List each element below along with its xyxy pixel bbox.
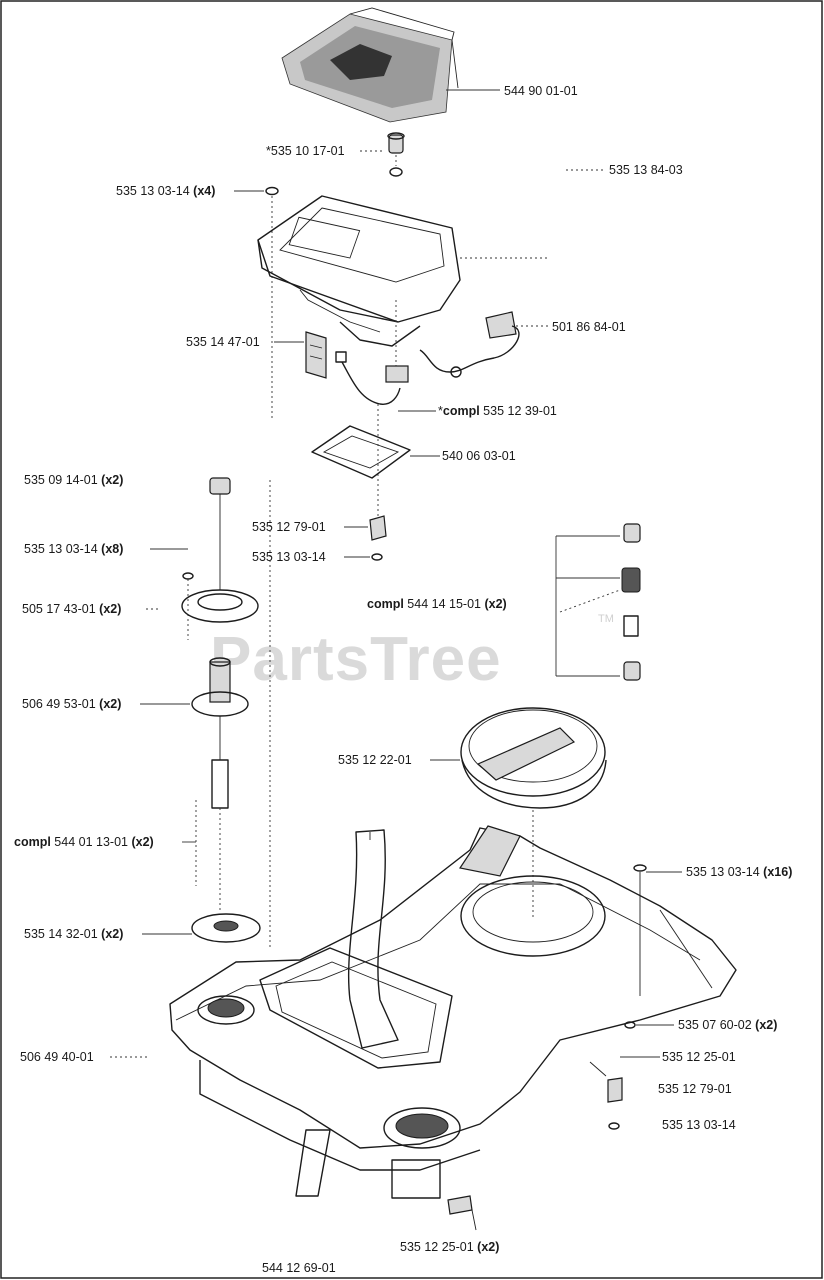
label-compl-544-14-15-01-x2: compl 544 14 15-01 (x2) xyxy=(367,597,507,611)
label-535-12-22-01: 535 12 22-01 xyxy=(338,753,412,767)
label-535-13-03-14-bottom: 535 13 03-14 xyxy=(662,1118,736,1132)
label-535-13-03-14-x8: 535 13 03-14 (x8) xyxy=(24,542,123,556)
clip-part xyxy=(369,515,387,561)
label-535-10-17-01: *535 10 17-01 xyxy=(266,144,345,158)
gasket-plate-part xyxy=(311,404,411,520)
label-535-13-03-14-x16: 535 13 03-14 (x16) xyxy=(686,865,792,879)
label-535-13-03-14-top: 535 13 03-14 xyxy=(252,550,326,564)
lower-clip-part xyxy=(447,1021,636,1215)
label-compl-535-12-39-01: *compl 535 12 39-01 xyxy=(438,404,557,418)
wheel-bushing-group-part xyxy=(559,523,641,681)
label-544-12-69-01: 544 12 69-01 xyxy=(262,1261,336,1275)
label-535-14-47-01: 535 14 47-01 xyxy=(186,335,260,349)
label-540-06-03-01: 540 06 03-01 xyxy=(442,449,516,463)
partstree-watermark: PartsTree TM xyxy=(210,613,614,694)
label-535-13-84-03: 535 13 84-03 xyxy=(609,163,683,177)
round-cover-part xyxy=(460,707,607,920)
part-labels: 544 90 01-01 *535 10 17-01 535 13 84-03 … xyxy=(14,84,792,1275)
label-535-14-32-01-x2: 535 14 32-01 (x2) xyxy=(24,927,123,941)
label-535-12-79-01-bottom: 535 12 79-01 xyxy=(658,1082,732,1096)
label-506-49-53-01-x2: 506 49 53-01 (x2) xyxy=(22,697,121,711)
label-535-13-03-14-x4: 535 13 03-14 (x4) xyxy=(116,184,215,198)
label-535-12-25-01-x2: 535 12 25-01 (x2) xyxy=(400,1240,499,1254)
control-panel-housing-part xyxy=(257,195,550,347)
flat-cable-part xyxy=(295,829,399,1197)
label-535-07-60-02-x2: 535 07 60-02 (x2) xyxy=(678,1018,777,1032)
label-535-09-14-01-x2: 535 09 14-01 (x2) xyxy=(24,473,123,487)
leader-lines xyxy=(110,89,682,1231)
label-505-17-43-01-x2: 505 17 43-01 (x2) xyxy=(22,602,121,616)
bracket-part xyxy=(305,331,327,379)
svg-text:TM: TM xyxy=(598,613,614,625)
screw-icon xyxy=(265,186,279,420)
label-506-49-40-01: 506 49 40-01 xyxy=(20,1050,94,1064)
knob-part xyxy=(387,132,405,177)
left-shaft-stack-part xyxy=(181,477,271,948)
label-535-12-25-01: 535 12 25-01 xyxy=(662,1050,736,1064)
screw-icon xyxy=(633,864,647,996)
decal-sheet-part xyxy=(281,7,459,123)
label-535-12-79-01-top: 535 12 79-01 xyxy=(252,520,326,534)
chassis-body-part xyxy=(169,825,737,1199)
label-544-90-01-01: 544 90 01-01 xyxy=(504,84,578,98)
wiring-harness-part xyxy=(419,311,520,378)
label-501-86-84-01: 501 86 84-01 xyxy=(552,320,626,334)
label-compl-544-01-13-01-x2: compl 544 01 13-01 (x2) xyxy=(14,835,154,849)
svg-text:PartsTree: PartsTree xyxy=(210,625,502,694)
switch-assembly-part xyxy=(335,300,409,405)
